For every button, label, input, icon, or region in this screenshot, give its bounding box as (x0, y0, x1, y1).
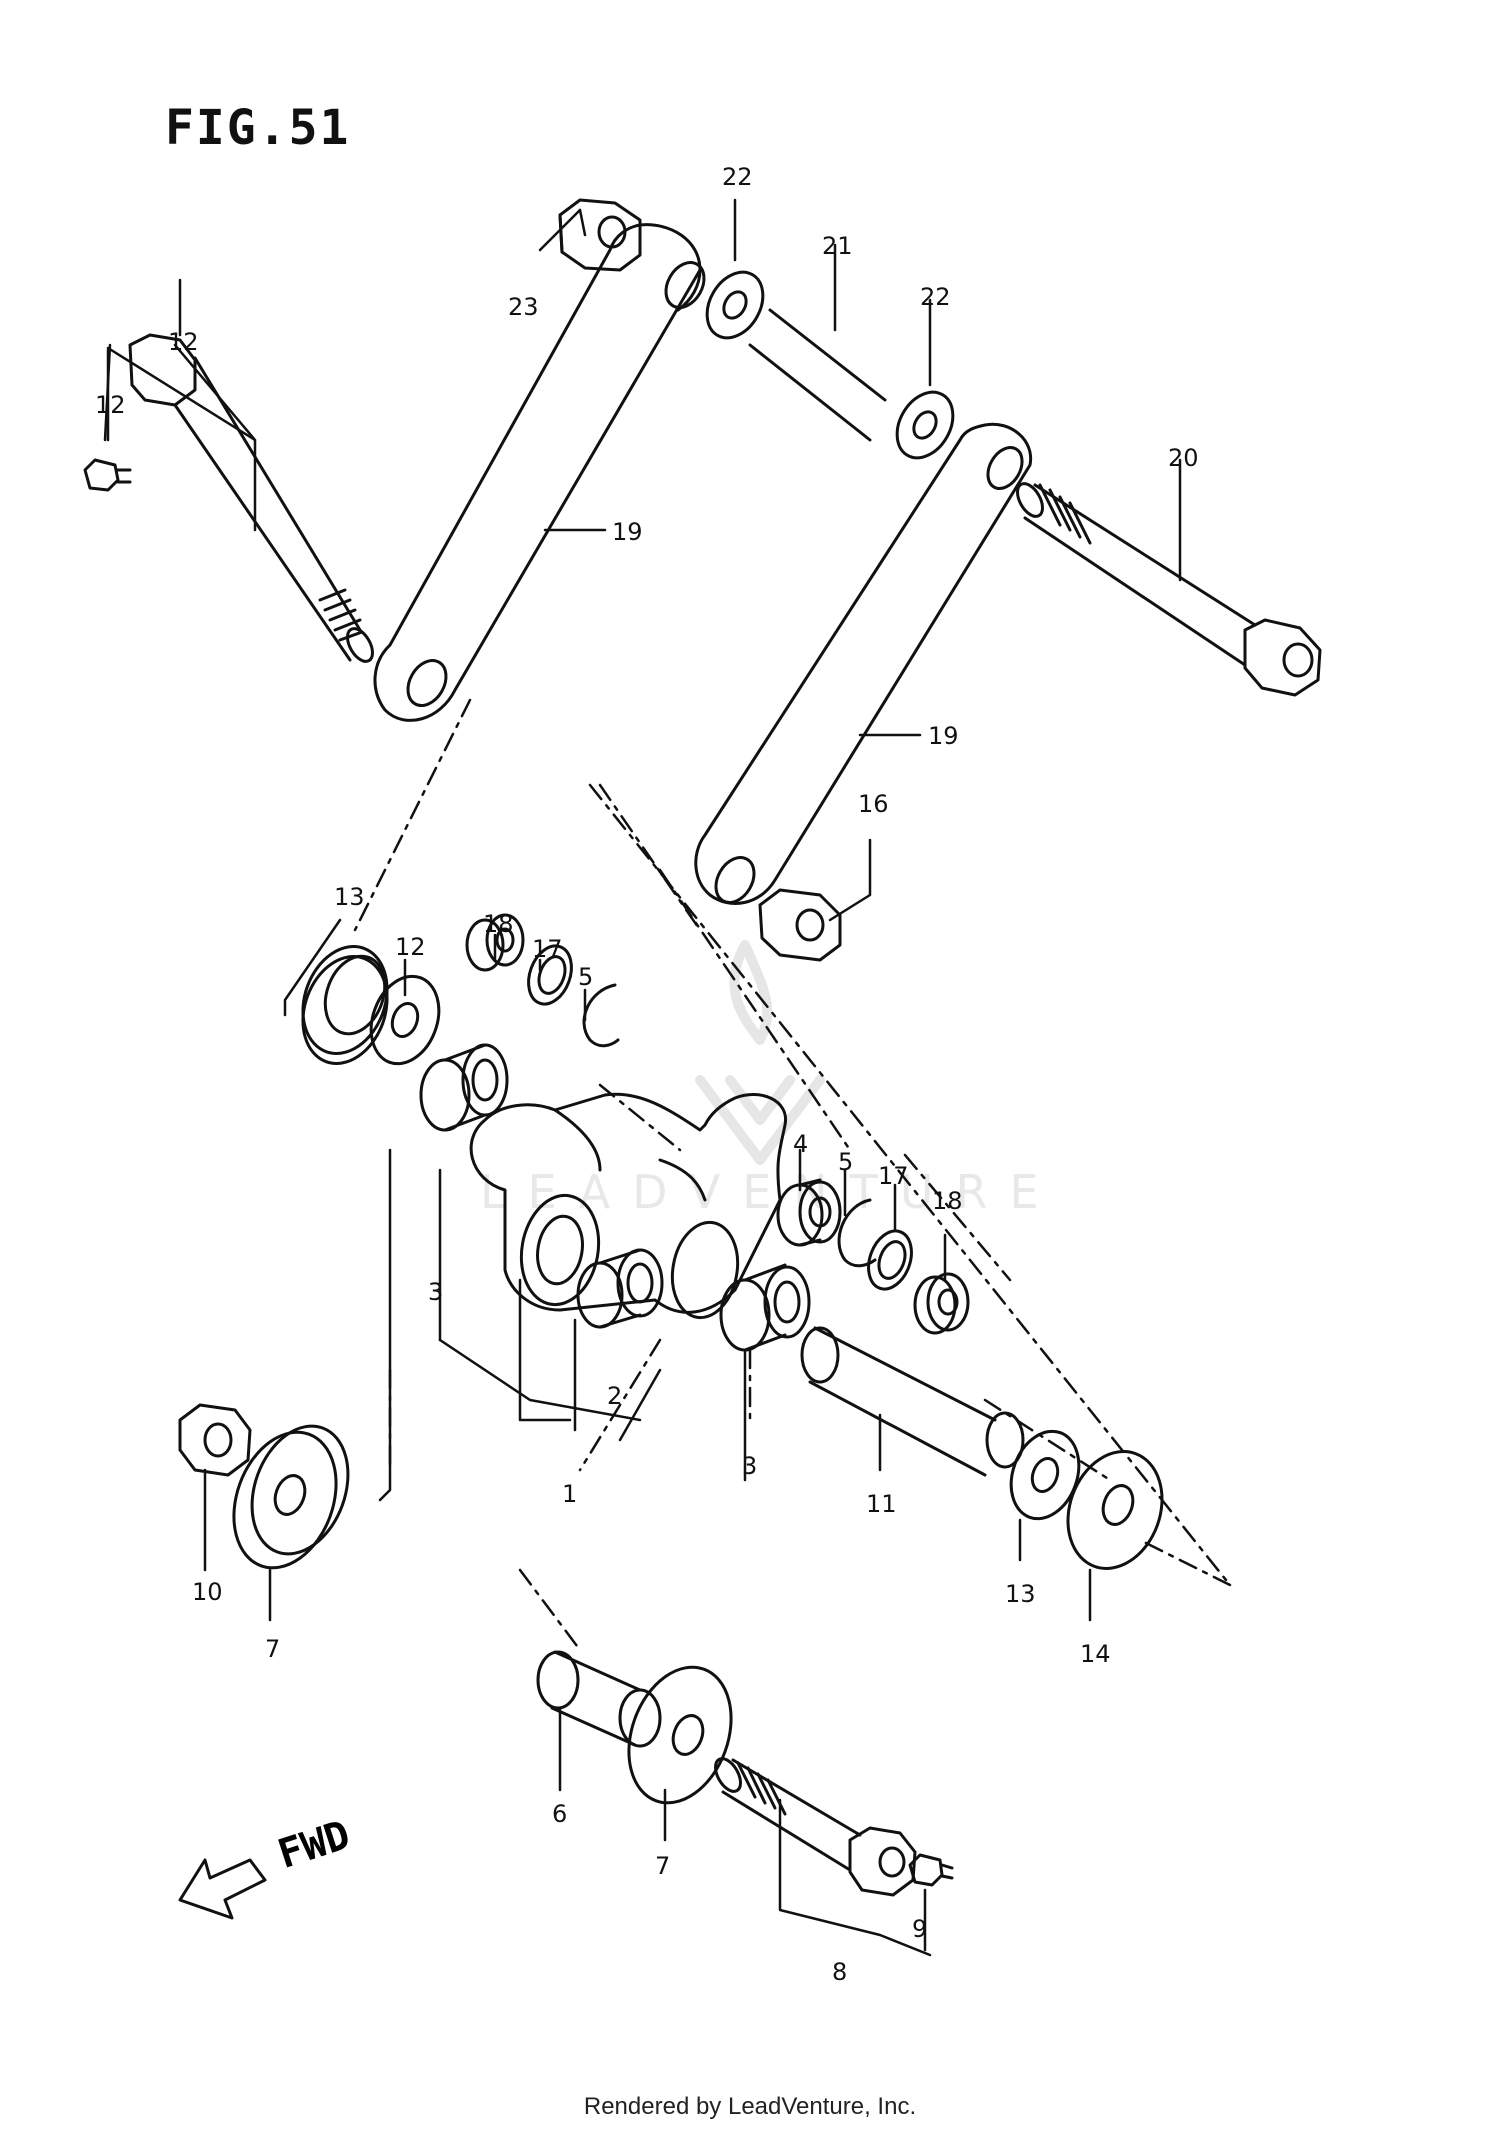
bearing-2 (576, 1248, 664, 1329)
leader-lines (103, 198, 1182, 1957)
callout-19-right: 19 (928, 722, 959, 750)
callout-5-right: 5 (838, 1148, 854, 1176)
callout-16: 16 (858, 790, 889, 818)
washer-12-right (1009, 1429, 1081, 1521)
callout-13-top: 13 (334, 883, 365, 911)
footer-credit: Rendered by LeadVenture, Inc. (583, 2093, 917, 2120)
callout-3-left: 3 (428, 1278, 444, 1306)
watermark-logo (695, 940, 825, 1165)
flange-nut-23 (558, 198, 642, 272)
oil-seal-13-right (1066, 1450, 1164, 1570)
callout-22-right: 22 (920, 283, 951, 311)
callout-12-top: 12 (395, 933, 426, 961)
flange-nut-10 (178, 1403, 252, 1477)
bolt-14 (128, 333, 374, 663)
callout-3-right: 3 (742, 1452, 758, 1480)
link-rod-right (694, 422, 1033, 905)
bolt-8 (714, 1757, 917, 1897)
callout-18-top: 18 (483, 910, 514, 938)
flange-nut-16 (758, 888, 842, 962)
callout-11: 11 (866, 1490, 897, 1518)
callout-17-right: 17 (878, 1162, 909, 1190)
spacer-6 (536, 1650, 662, 1748)
callout-13-right: 14 (1080, 1640, 1111, 1668)
guide-lines (588, 783, 1232, 1587)
figure-title: FIG.51 (165, 100, 351, 156)
callout-4: 4 (793, 1130, 809, 1158)
oil-seal-13-left (301, 945, 389, 1065)
collar-18-lower (913, 1272, 970, 1335)
bearing-3-upper (419, 1043, 509, 1132)
bearing-4 (776, 1178, 842, 1247)
callout-22-top: 22 (722, 163, 753, 191)
bolt-21 (1016, 482, 1322, 697)
link-rod-left (373, 223, 706, 722)
watermark: LEADVENTURE (480, 1165, 1061, 1219)
callout-7-left: 7 (265, 1635, 281, 1663)
callout-1: 1 (562, 1480, 578, 1508)
callout-20: 21 (822, 232, 853, 260)
assembly-lines (353, 698, 1112, 1652)
callout-23: 23 (508, 293, 539, 321)
collar-20 (705, 270, 955, 460)
callout-14: 12 (168, 328, 199, 356)
callout-6: 6 (552, 1800, 568, 1828)
callout-8: 8 (832, 1958, 848, 1986)
callout-7-lower: 7 (655, 1852, 671, 1880)
circlip-5-upper (582, 983, 620, 1048)
grease-fitting-15 (83, 458, 132, 492)
callout-2: 2 (607, 1382, 623, 1410)
callout-17-top: 17 (532, 935, 563, 963)
bearing-3-lower (719, 1263, 811, 1352)
cushion-lever-1 (469, 1092, 787, 1320)
callout-10: 10 (192, 1578, 223, 1606)
callout-19-left: 19 (612, 518, 643, 546)
washer-7-left (232, 1424, 350, 1570)
seal-17-lower (867, 1229, 913, 1291)
callout-18-right: 18 (932, 1187, 963, 1215)
callout-5-top: 5 (578, 963, 594, 991)
circlip-5-lower (837, 1198, 877, 1268)
callout-12-right: 13 (1005, 1580, 1036, 1608)
callout-9: 9 (912, 1915, 928, 1943)
spacer-11 (800, 1326, 1025, 1477)
callout-21: 20 (1168, 444, 1199, 472)
washer-7-lower (627, 1665, 733, 1805)
collar-18-upper (465, 913, 525, 972)
grease-fitting-9 (908, 1853, 954, 1887)
callout-15: 12 (95, 391, 126, 419)
forward-arrow-icon (178, 1858, 267, 1920)
washer-12-left (369, 974, 441, 1066)
